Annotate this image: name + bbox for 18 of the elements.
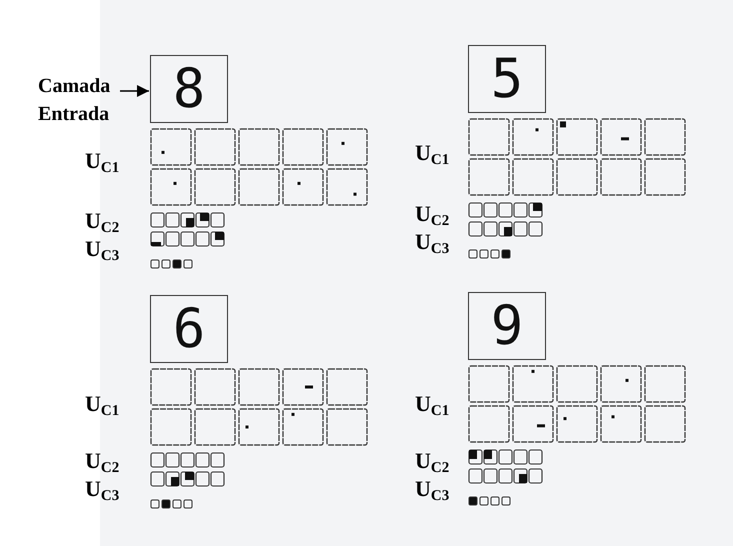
input-image-box: 9	[468, 292, 546, 360]
arrow	[120, 85, 149, 97]
layer-label: U$_{C2}$	[415, 203, 450, 225]
layer-label: U$_{C2}$	[85, 450, 120, 472]
input-image-box: 8	[150, 55, 228, 123]
layer-label: U$_{C1}$	[85, 393, 120, 415]
layer-label: U$_{C1}$	[415, 142, 450, 164]
layer-label: U$_{C2}$	[85, 210, 120, 232]
input-image-box: 5	[468, 45, 546, 113]
layer-label: U$_{C1}$	[415, 393, 450, 415]
layer-label: U$_{C3}$	[415, 231, 450, 253]
layer-label: Camada Entrada	[38, 72, 120, 128]
layer-label: U$_{C2}$	[415, 450, 450, 472]
layer-label: U$_{C3}$	[415, 478, 450, 500]
input-image-box: 6	[150, 295, 228, 363]
layer-label: U$_{C3}$	[85, 478, 120, 500]
layer-label: U$_{C1}$	[85, 150, 120, 172]
layer-label: U$_{C3}$	[85, 238, 120, 260]
